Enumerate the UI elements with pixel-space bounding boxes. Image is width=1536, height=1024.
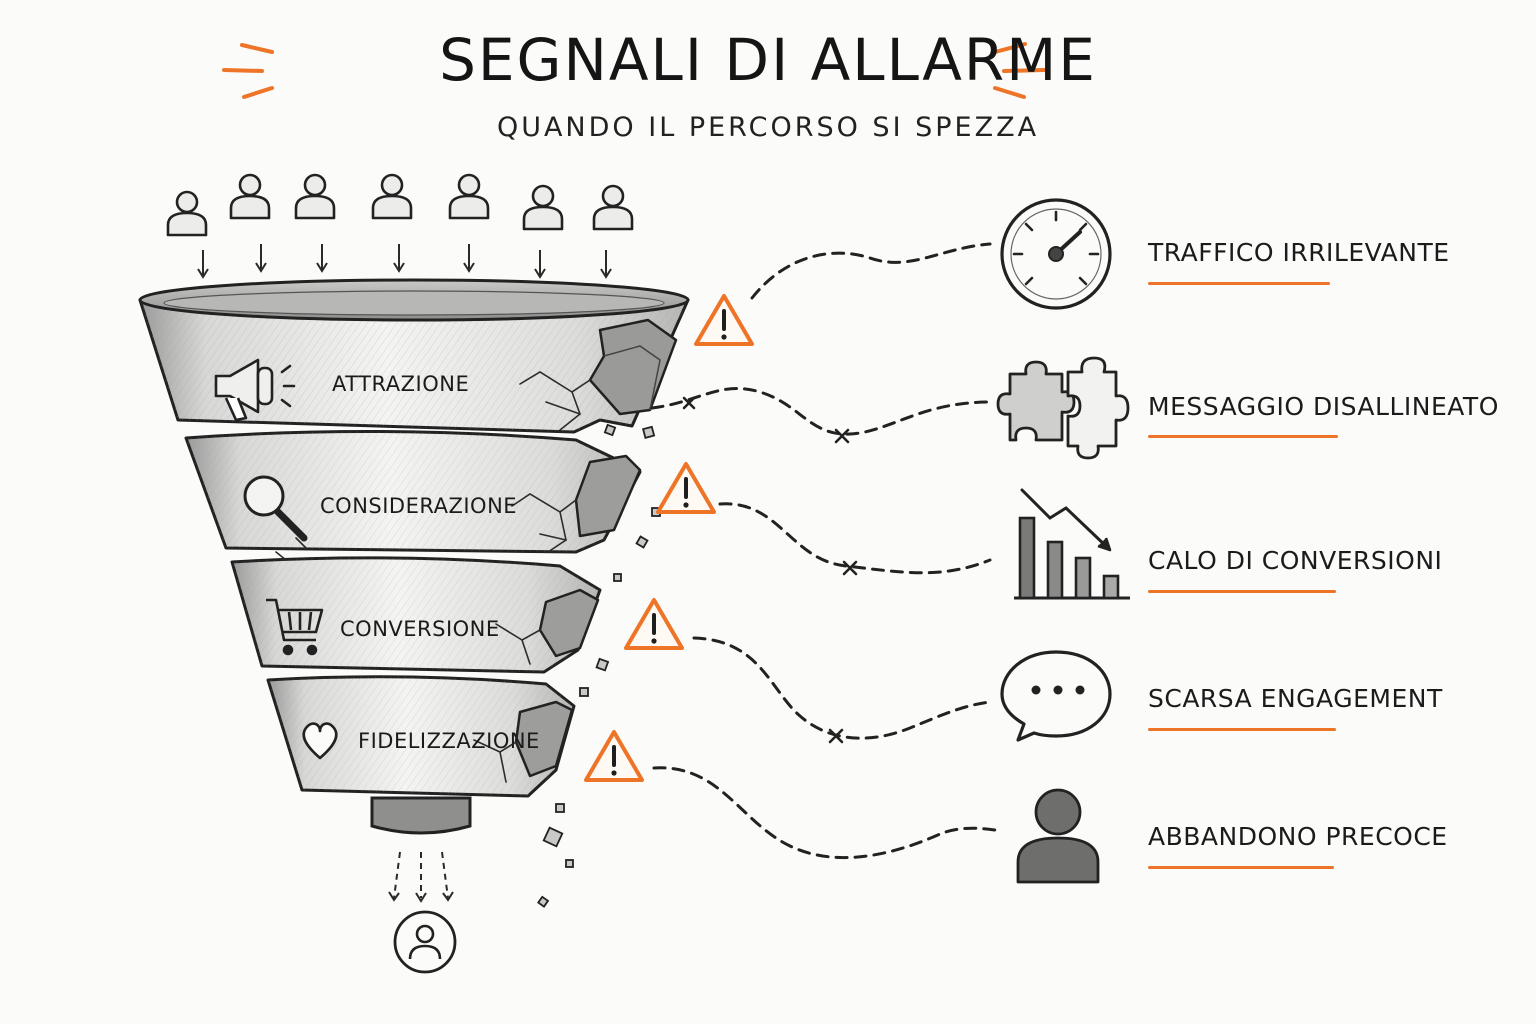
stage-label-fidelizzazione: FIDELIZZAZIONE — [358, 729, 540, 753]
person-icon — [1016, 788, 1100, 884]
user-icon — [522, 184, 564, 231]
signal-underline — [1148, 435, 1338, 438]
arrow-down-icon — [255, 243, 267, 272]
arrow-down-icon — [534, 249, 546, 278]
stage-label-conversione: CONVERSIONE — [340, 617, 500, 641]
title-accent-right — [993, 42, 1046, 99]
signal-underline — [1148, 866, 1334, 869]
speech-bubble-icon — [1000, 650, 1112, 742]
stage-label-considerazione: CONSIDERAZIONE — [320, 494, 518, 518]
warning-triangle-icon — [694, 294, 754, 346]
funnel-spout — [370, 796, 472, 835]
signal-label-messaggio: MESSAGGIO DISALLINEATO — [1148, 392, 1499, 421]
break-marks — [682, 396, 858, 744]
warning-triangle-icon — [584, 730, 644, 782]
shopping-cart-icon — [266, 598, 324, 656]
signal-label-calo: CALO DI CONVERSIONI — [1148, 546, 1443, 575]
page-title: SEGNALI DI ALLARME — [439, 26, 1097, 94]
connector-calo — [718, 502, 992, 575]
user-icon — [229, 173, 271, 220]
page-subtitle: QUANDO IL PERCORSO SI SPEZZA — [496, 112, 1040, 143]
signal-underline — [1148, 728, 1336, 731]
puzzle-icon — [996, 356, 1130, 460]
warning-triangle-icon — [656, 462, 716, 514]
arrow-down-icon — [197, 249, 209, 278]
warning-triangle-icon — [624, 598, 684, 650]
signal-label-traffico: TRAFFICO IRRILEVANTE — [1148, 238, 1450, 267]
user-icon — [166, 190, 208, 237]
arrow-down-icon — [393, 243, 405, 272]
user-icon — [371, 173, 413, 220]
signal-label-scarsa: SCARSA ENGAGEMENT — [1148, 684, 1443, 713]
incoming-users — [166, 173, 634, 278]
funnel-broken-piece — [538, 588, 600, 658]
funnel — [138, 278, 690, 908]
connector-abbandono — [652, 766, 997, 859]
declining-bar-chart-icon — [1014, 488, 1130, 600]
signal-underline — [1148, 282, 1330, 285]
connector-messaggio — [650, 387, 992, 436]
arrow-down-icon — [600, 249, 612, 278]
output-arrows — [393, 851, 449, 899]
signal-label-abbandono: ABBANDONO PRECOCE — [1148, 822, 1448, 851]
stage-label-attrazione: ATTRAZIONE — [332, 372, 470, 396]
user-icon — [592, 184, 634, 231]
arrow-down-icon — [316, 243, 328, 272]
user-icon — [294, 173, 336, 220]
user-circle-icon — [393, 910, 457, 974]
signal-underline — [1148, 590, 1336, 593]
heart-icon — [302, 722, 338, 760]
magnifier-icon — [243, 475, 308, 542]
connector-traffico — [750, 242, 992, 300]
connector-scarsa — [692, 636, 992, 740]
speedometer-icon — [1000, 198, 1112, 310]
megaphone-icon — [214, 358, 296, 422]
arrow-down-icon — [463, 243, 475, 272]
user-icon — [448, 173, 490, 220]
title-accent-left — [222, 43, 274, 99]
